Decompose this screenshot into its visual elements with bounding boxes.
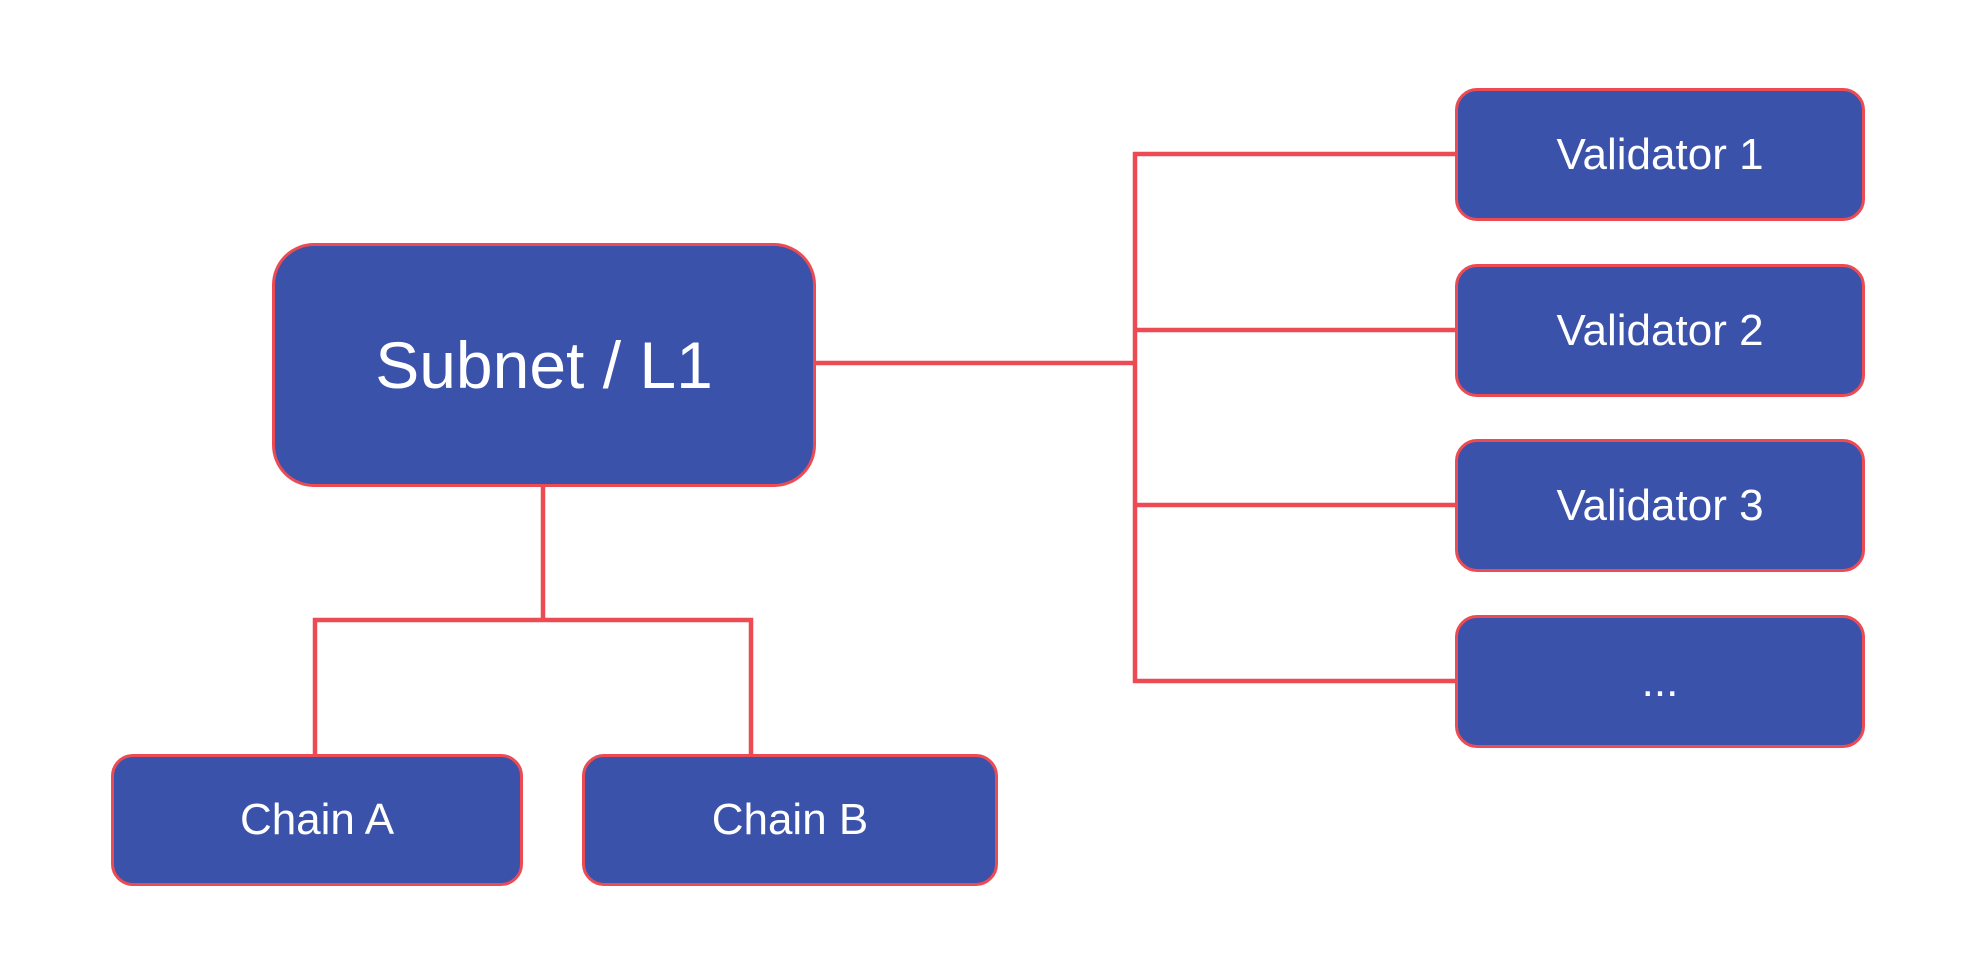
- validator-3-label: Validator 3: [1556, 480, 1764, 530]
- subnet-l1-node: Subnet / L1: [272, 243, 816, 487]
- validator-more-label: ...: [1641, 656, 1679, 706]
- subnet-l1-label: Subnet / L1: [375, 328, 713, 402]
- validator-1-label: Validator 1: [1556, 129, 1764, 179]
- validator-3-node: Validator 3: [1455, 439, 1865, 572]
- validator-more-node: ...: [1455, 615, 1865, 748]
- chain-b-node: Chain B: [582, 754, 998, 886]
- validator-1-node: Validator 1: [1455, 88, 1865, 221]
- chain-a-node: Chain A: [111, 754, 523, 886]
- validator-2-node: Validator 2: [1455, 264, 1865, 397]
- validator-2-label: Validator 2: [1556, 305, 1764, 355]
- chain-b-label: Chain B: [711, 795, 869, 844]
- chain-a-label: Chain A: [239, 795, 395, 844]
